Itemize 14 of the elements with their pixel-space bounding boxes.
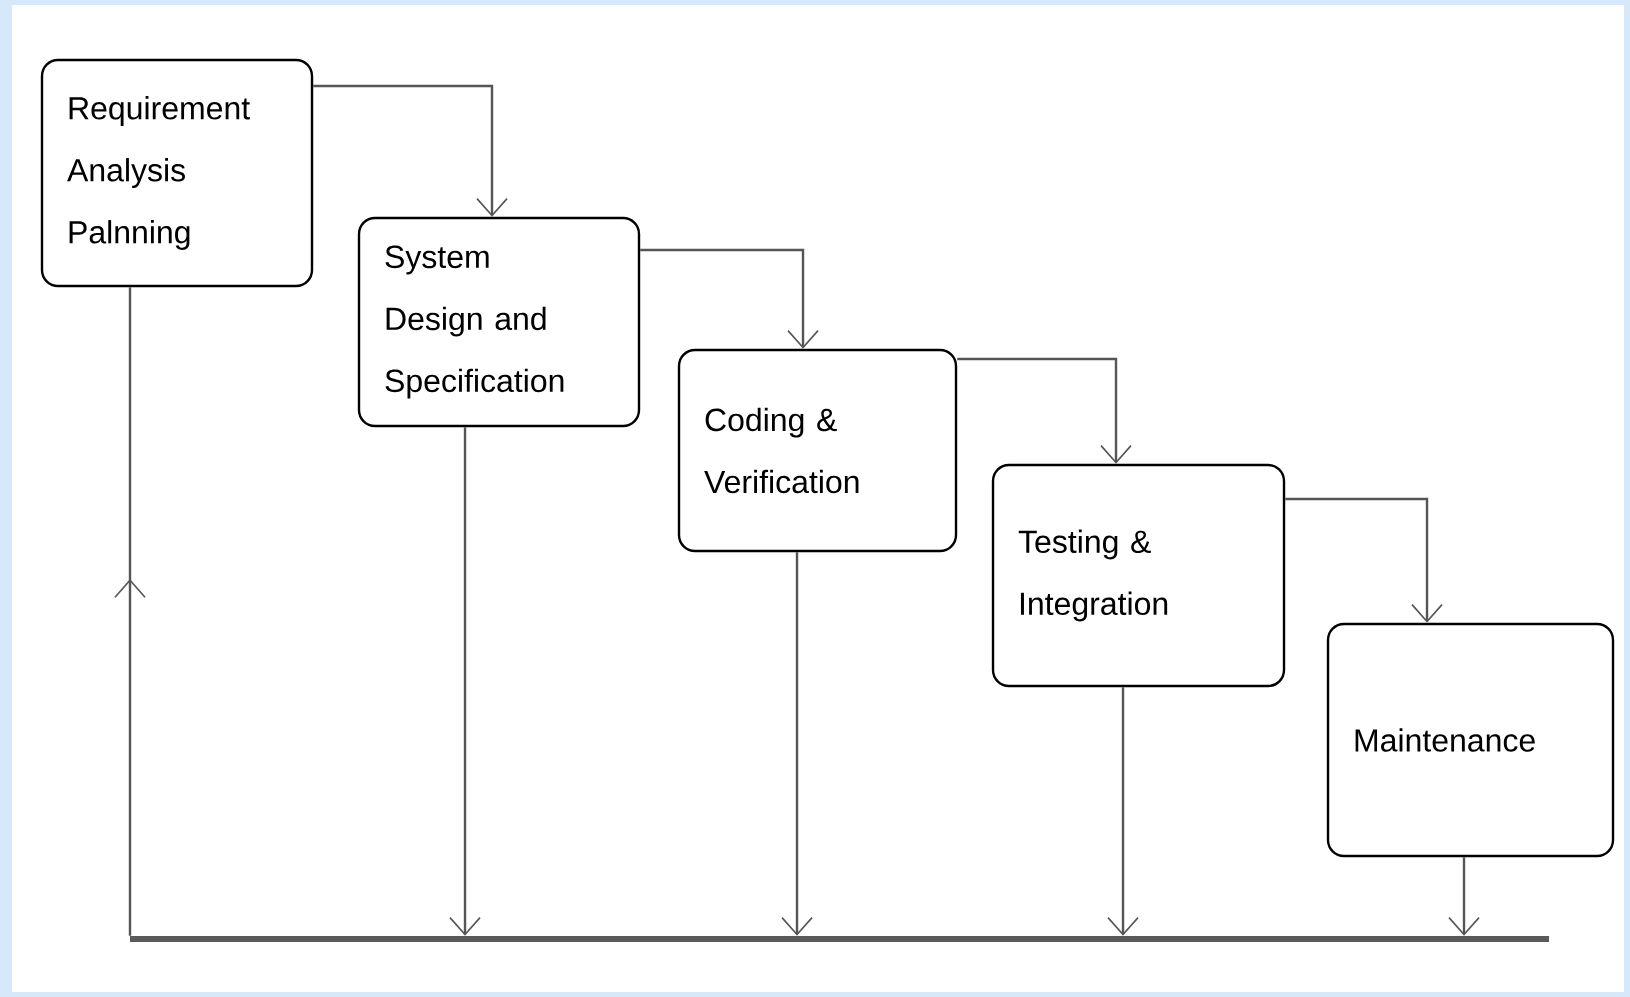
process-box: System Design and Specification <box>357 216 641 428</box>
arrow <box>1285 497 1443 623</box>
process-box: Requirement Analysis Palnning <box>40 58 314 288</box>
arrow <box>1448 857 1480 936</box>
process-box: Coding & Verification <box>677 348 958 553</box>
process-box: Maintenance <box>1326 622 1615 858</box>
arrow <box>640 248 819 349</box>
arrow <box>449 427 481 936</box>
arrow <box>313 84 508 217</box>
arrow <box>957 357 1132 464</box>
arrow <box>1107 687 1139 936</box>
process-box: Testing & Integration <box>991 463 1286 688</box>
arrow <box>781 552 813 936</box>
baseline-bar <box>130 936 1549 942</box>
